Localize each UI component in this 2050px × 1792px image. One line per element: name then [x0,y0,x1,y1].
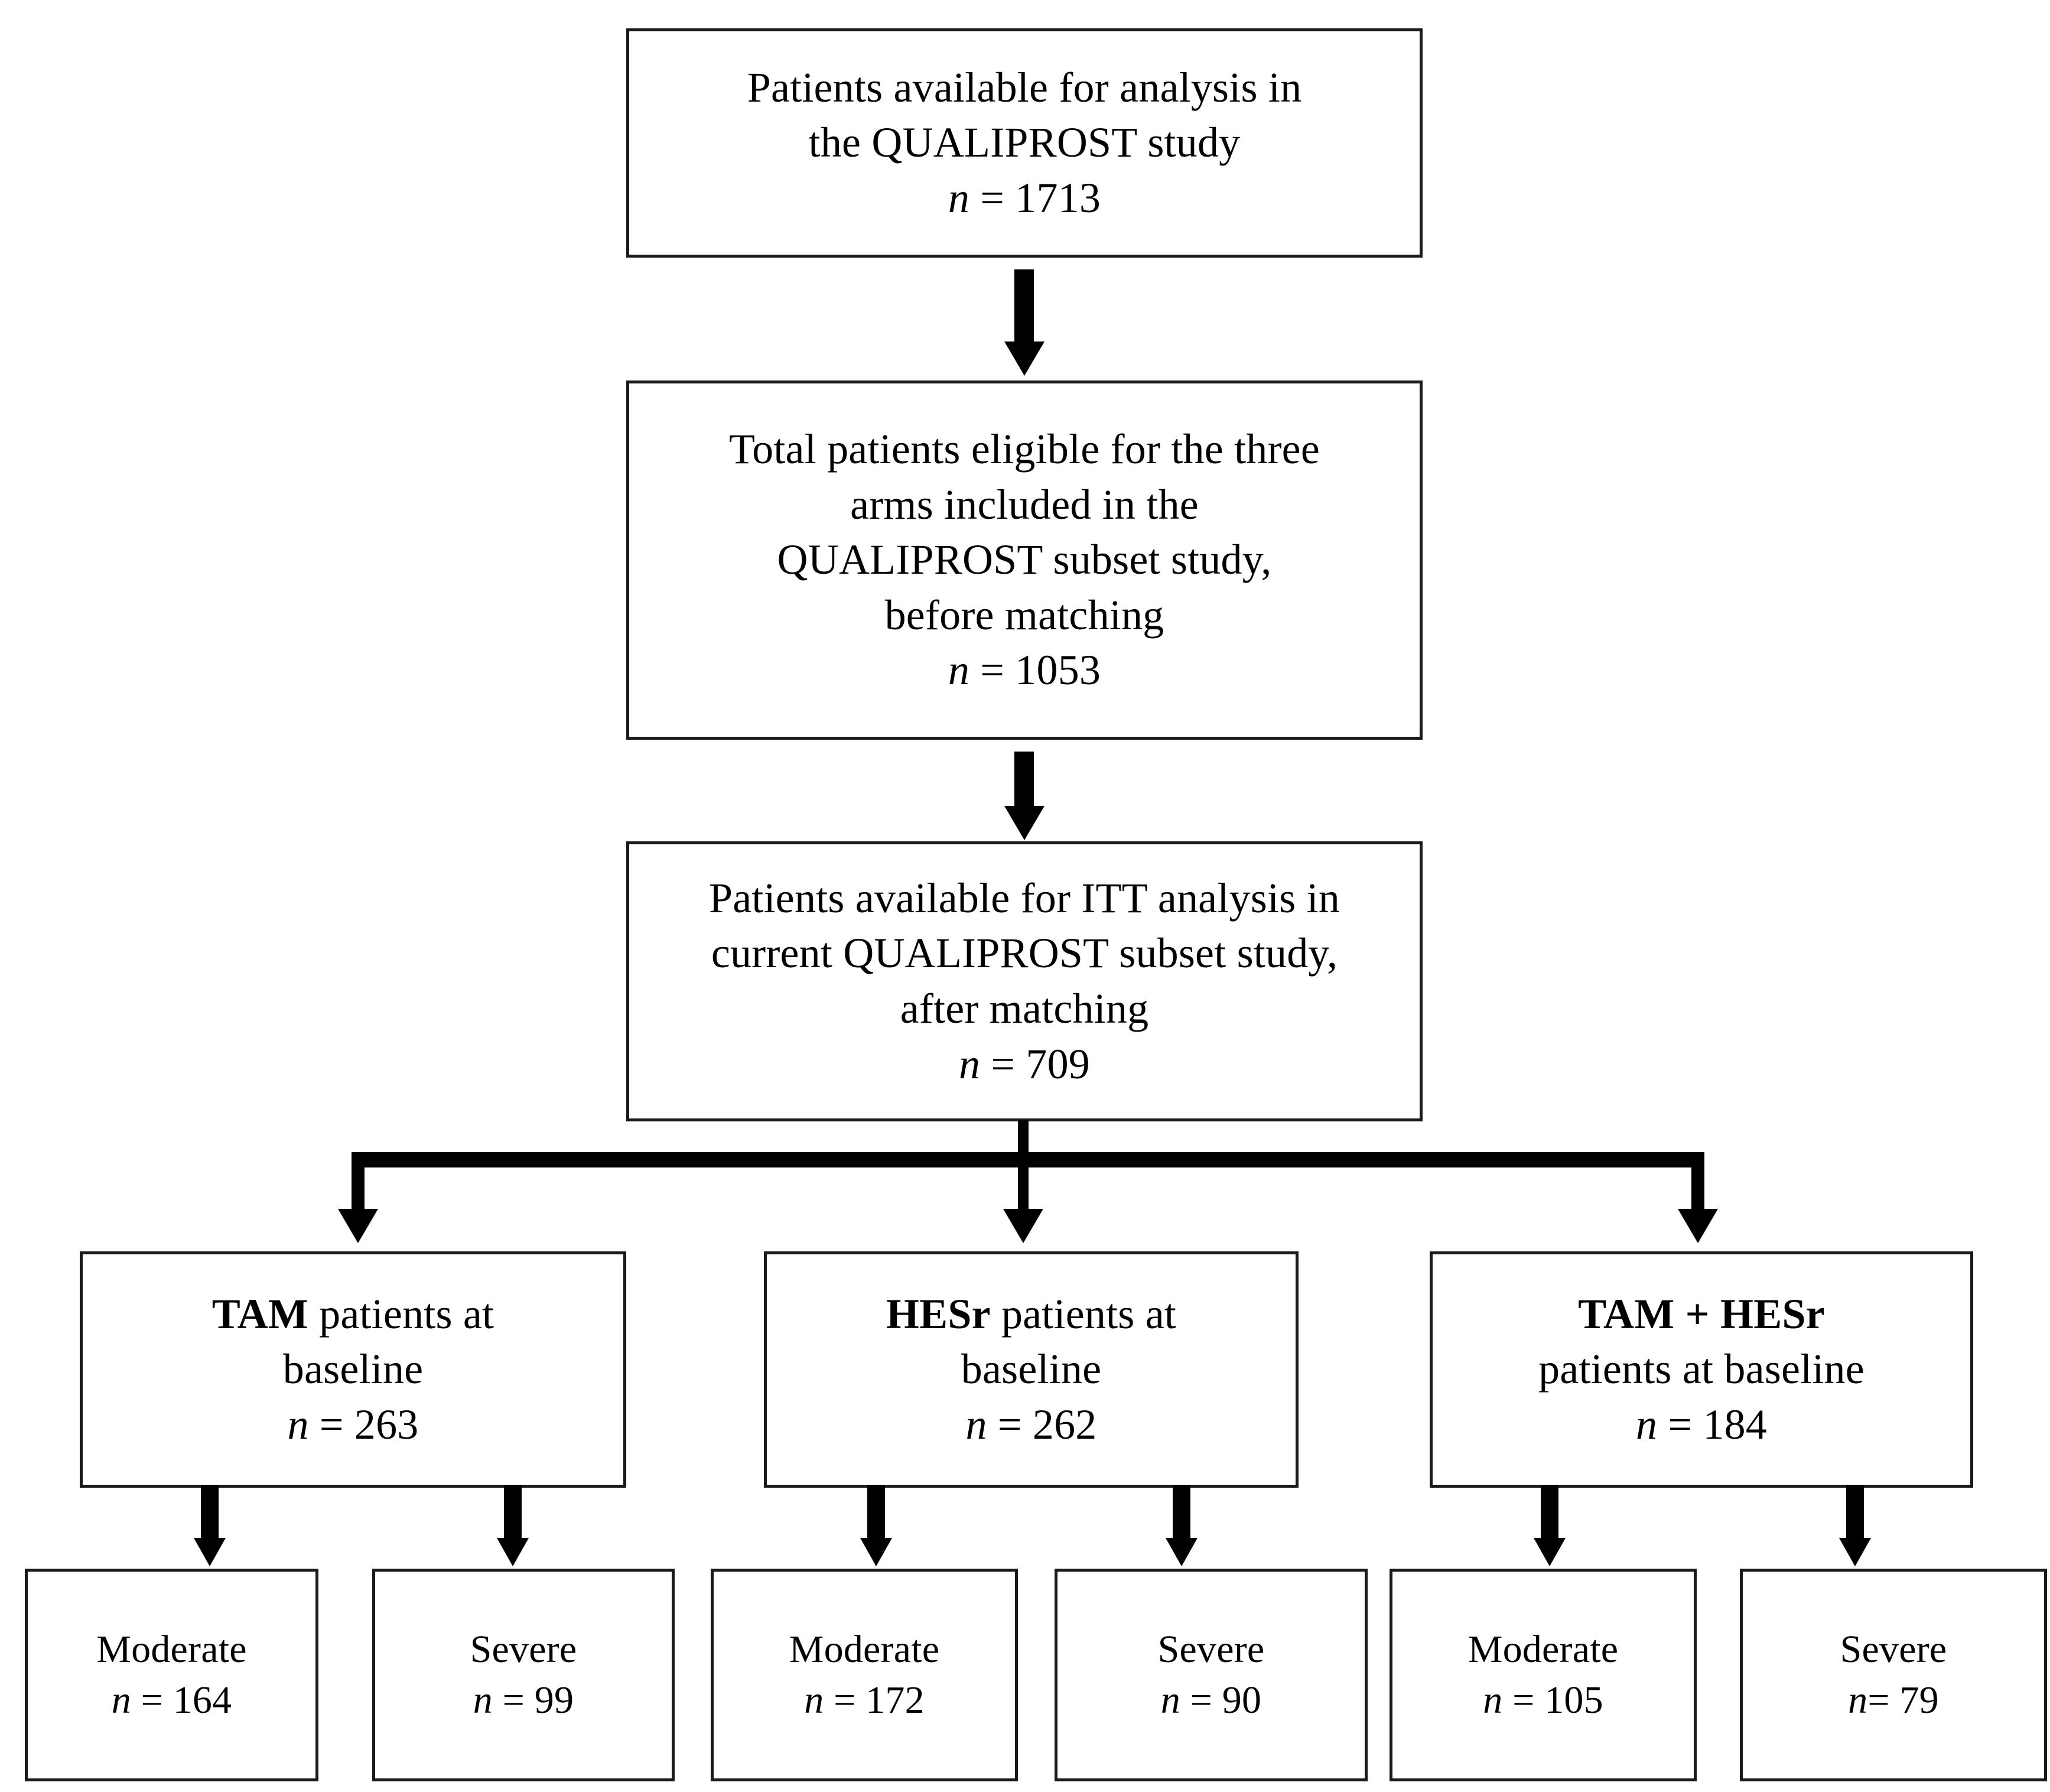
n-equals-value: = 184 [1657,1400,1767,1448]
node-arm-tam-hesr-title: TAM + HESr [1578,1287,1825,1342]
n-equals-value: = 262 [987,1400,1097,1448]
leaf-severity: Moderate [789,1628,940,1671]
arm-title-rest: patients at [990,1290,1177,1338]
leaf-severity: Severe [1157,1628,1265,1671]
arrowhead-split-middle [1003,1209,1043,1243]
n-symbol: n [965,1400,987,1448]
node-leaf-tam-moderate: Moderate n = 164 [25,1569,318,1781]
node-patients-available-n: n = 1713 [948,171,1101,226]
node-leaf-tamhesr-moderate: Moderate n = 105 [1390,1569,1697,1781]
node-patients-available-line1: Patients available for analysis in [747,63,1302,111]
connector-split-left-drop [352,1159,365,1218]
n-equals-value: = 709 [980,1040,1090,1088]
n-equals-value: = 1053 [969,646,1101,694]
node-itt-available-line3: after matching [900,985,1149,1032]
node-total-eligible-line3: QUALIPROST subset study, [777,536,1272,584]
arrowhead-hesr-moderate [860,1538,892,1566]
n-symbol: n [958,1040,981,1088]
leaf-severity: Severe [1840,1628,1947,1671]
leaf-n: n = 99 [473,1675,574,1726]
arm-label: TAM [211,1290,308,1338]
n-symbol: n [948,174,970,222]
n-equals-value: = 90 [1180,1679,1262,1722]
node-arm-tam-title: TAM patients at [212,1287,494,1342]
n-symbol: n [1635,1400,1658,1448]
connector-hesr-moderate [867,1485,885,1544]
connector-hesr-severe [1173,1485,1190,1544]
n-symbol: n [1483,1679,1503,1722]
n-equals-value: = 1713 [969,174,1101,222]
arm-title-rest: patients at [308,1290,494,1338]
n-symbol: n [1848,1679,1868,1722]
connector-tamhesr-severe [1846,1485,1864,1544]
node-total-eligible-line4: before matching [884,591,1164,639]
connector-tamhesr-moderate [1541,1485,1558,1544]
node-arm-hesr: HESr patients at baseline n = 262 [764,1251,1299,1488]
node-arm-hesr-line2: baseline [961,1345,1102,1393]
n-symbol: n [111,1679,131,1722]
arrowhead-hesr-severe [1166,1538,1198,1566]
n-symbol: n [948,646,970,694]
node-arm-tam: TAM patients at baseline n = 263 [80,1251,626,1488]
node-arm-tam-hesr: TAM + HESr patients at baseline n = 184 [1430,1251,1973,1488]
connector-tam-severe [504,1485,522,1544]
n-equals-value: = 263 [308,1400,419,1448]
n-equals-value: = 164 [131,1679,232,1722]
leaf-severity: Severe [470,1628,577,1671]
node-leaf-tam-severe: Severe n = 99 [372,1569,675,1781]
leaf-severity: Moderate [1467,1628,1619,1671]
connector-available-to-eligible [1014,269,1034,346]
node-arm-tam-hesr-line2: patients at baseline [1538,1345,1864,1393]
node-total-eligible: Total patients eligible for the three ar… [626,380,1423,740]
leaf-n: n = 164 [112,1675,232,1726]
n-symbol: n [804,1679,824,1722]
node-arm-tam-hesr-n: n = 184 [1636,1397,1767,1453]
arrowhead-available-to-eligible [1004,342,1044,376]
n-equals-value: = 79 [1867,1679,1939,1722]
node-total-eligible-line2: arms included in the [850,480,1199,528]
n-symbol: n [473,1679,493,1722]
leaf-severity: Moderate [96,1628,247,1671]
node-arm-hesr-n: n = 262 [965,1397,1096,1453]
connector-split-middle-drop [1018,1159,1029,1218]
leaf-n: n= 79 [1848,1675,1939,1726]
leaf-n: n = 172 [804,1675,925,1726]
node-itt-available-line2: current QUALIPROST subset study, [711,929,1338,977]
leaf-n: n = 90 [1161,1675,1261,1726]
connector-split-right-drop [1691,1159,1704,1218]
arrowhead-tam-moderate [194,1538,226,1566]
node-arm-hesr-title: HESr patients at [886,1287,1176,1342]
node-itt-available-line1: Patients available for ITT analysis in [709,874,1340,922]
node-total-eligible-line1: Total patients eligible for the three [728,425,1320,473]
node-patients-available: Patients available for analysis in the Q… [626,28,1423,258]
n-equals-value: = 172 [824,1679,925,1722]
node-itt-available: Patients available for ITT analysis in c… [626,841,1423,1121]
connector-tam-moderate [201,1485,219,1544]
node-leaf-hesr-severe: Severe n = 90 [1055,1569,1368,1781]
node-leaf-tamhesr-severe: Severe n= 79 [1740,1569,2047,1781]
connector-eligible-to-itt [1014,752,1034,811]
n-symbol: n [287,1400,309,1448]
node-patients-available-line2: the QUALIPROST study [808,119,1241,167]
n-symbol: n [1160,1679,1180,1722]
arm-label: HESr [886,1290,991,1338]
arm-label: TAM + HESr [1578,1290,1825,1338]
node-itt-available-n: n = 709 [959,1037,1090,1092]
node-arm-tam-n: n = 263 [287,1397,418,1453]
n-equals-value: = 99 [492,1679,574,1722]
arrowhead-eligible-to-itt [1004,806,1044,840]
arrowhead-tamhesr-severe [1839,1538,1871,1566]
node-total-eligible-n: n = 1053 [948,643,1101,698]
n-equals-value: = 105 [1502,1679,1603,1722]
node-leaf-hesr-moderate: Moderate n = 172 [711,1569,1018,1781]
arrowhead-split-left [338,1209,378,1243]
arrowhead-tamhesr-moderate [1534,1538,1566,1566]
arrowhead-split-right [1678,1209,1718,1243]
leaf-n: n = 105 [1483,1675,1603,1726]
arrowhead-tam-severe [497,1538,529,1566]
node-arm-tam-line2: baseline [282,1345,424,1393]
